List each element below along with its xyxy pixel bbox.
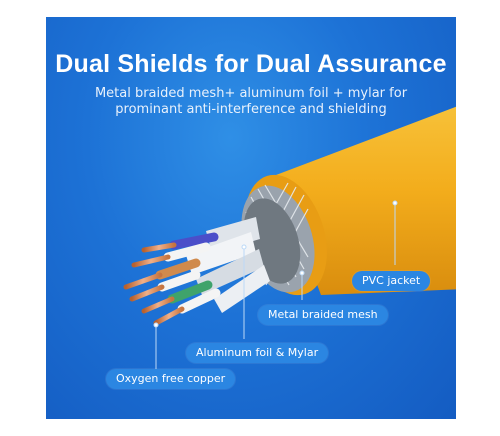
insulated-conductors [155,232,221,314]
subheadline-line-1: Metal braided mesh+ aluminum foil + myla… [94,86,408,101]
foil-wrapped-pairs [186,217,270,313]
subheadline-line-2: prominant anti-interference and shieldin… [115,102,387,117]
cable-illustration [123,106,456,369]
callout-oxygen-free-copper: Oxygen free copper [106,369,236,389]
callout-leader-lines [153,200,398,369]
callout-metal-braided-mesh: Metal braided mesh [258,305,388,325]
headline: Dual Shields for Dual Assurance [55,50,447,78]
oxygen-free-copper-tips [123,242,185,326]
callout-pvc-jacket: PVC jacket [352,271,431,291]
subheadline: Metal braided mesh+ aluminum foil + myla… [46,86,456,118]
product-banner: Dual Shields for Dual Assurance Metal br… [46,17,456,419]
callout-aluminum-foil-mylar: Aluminum foil & Mylar [186,343,329,363]
